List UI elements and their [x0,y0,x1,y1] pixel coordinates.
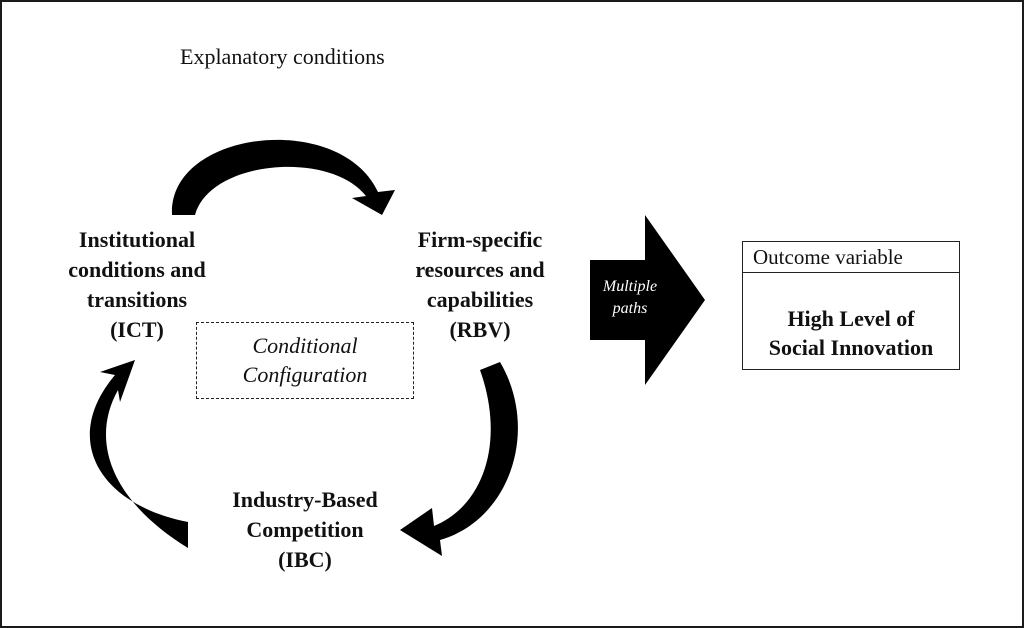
ict-node: Institutional conditions and transitions… [42,225,232,345]
configuration-line: Configuration [242,362,368,387]
configuration-line: Conditional [252,333,358,358]
outcome-value: High Level of Social Innovation [743,273,959,362]
paths-line: paths [612,300,648,317]
rbv-line: capabilities [426,287,534,312]
outcome-box: Outcome variable High Level of Social In… [742,241,960,370]
ict-line: (ICT) [110,317,164,342]
multiple-paths-arrow [590,215,705,385]
multiple-paths-label: Multiple paths [590,276,670,320]
paths-line: Multiple [602,278,658,295]
conditional-configuration-box: Conditional Configuration [196,322,414,399]
ict-line: Institutional [78,227,196,252]
arrow-rbv-to-ibc [400,362,518,556]
ibc-line: Competition [246,517,364,542]
rbv-line: (RBV) [449,317,511,342]
ibc-line: Industry-Based [232,487,378,512]
arrow-ict-to-rbv [171,139,395,215]
outcome-variable-label: Outcome variable [743,242,959,273]
rbv-node: Firm-specific resources and capabilities… [380,225,580,345]
arrow-ibc-to-ict [89,360,188,548]
outcome-value-line: Social Innovation [768,335,934,360]
rbv-line: Firm-specific [417,227,543,252]
explanatory-conditions-label: Explanatory conditions [180,44,385,69]
ict-line: transitions [86,287,188,312]
ibc-node: Industry-Based Competition (IBC) [195,485,415,575]
rbv-line: resources and [415,257,545,282]
ict-line: conditions and [68,257,206,282]
ibc-line: (IBC) [278,547,332,572]
outcome-value-line: High Level of [787,306,915,331]
